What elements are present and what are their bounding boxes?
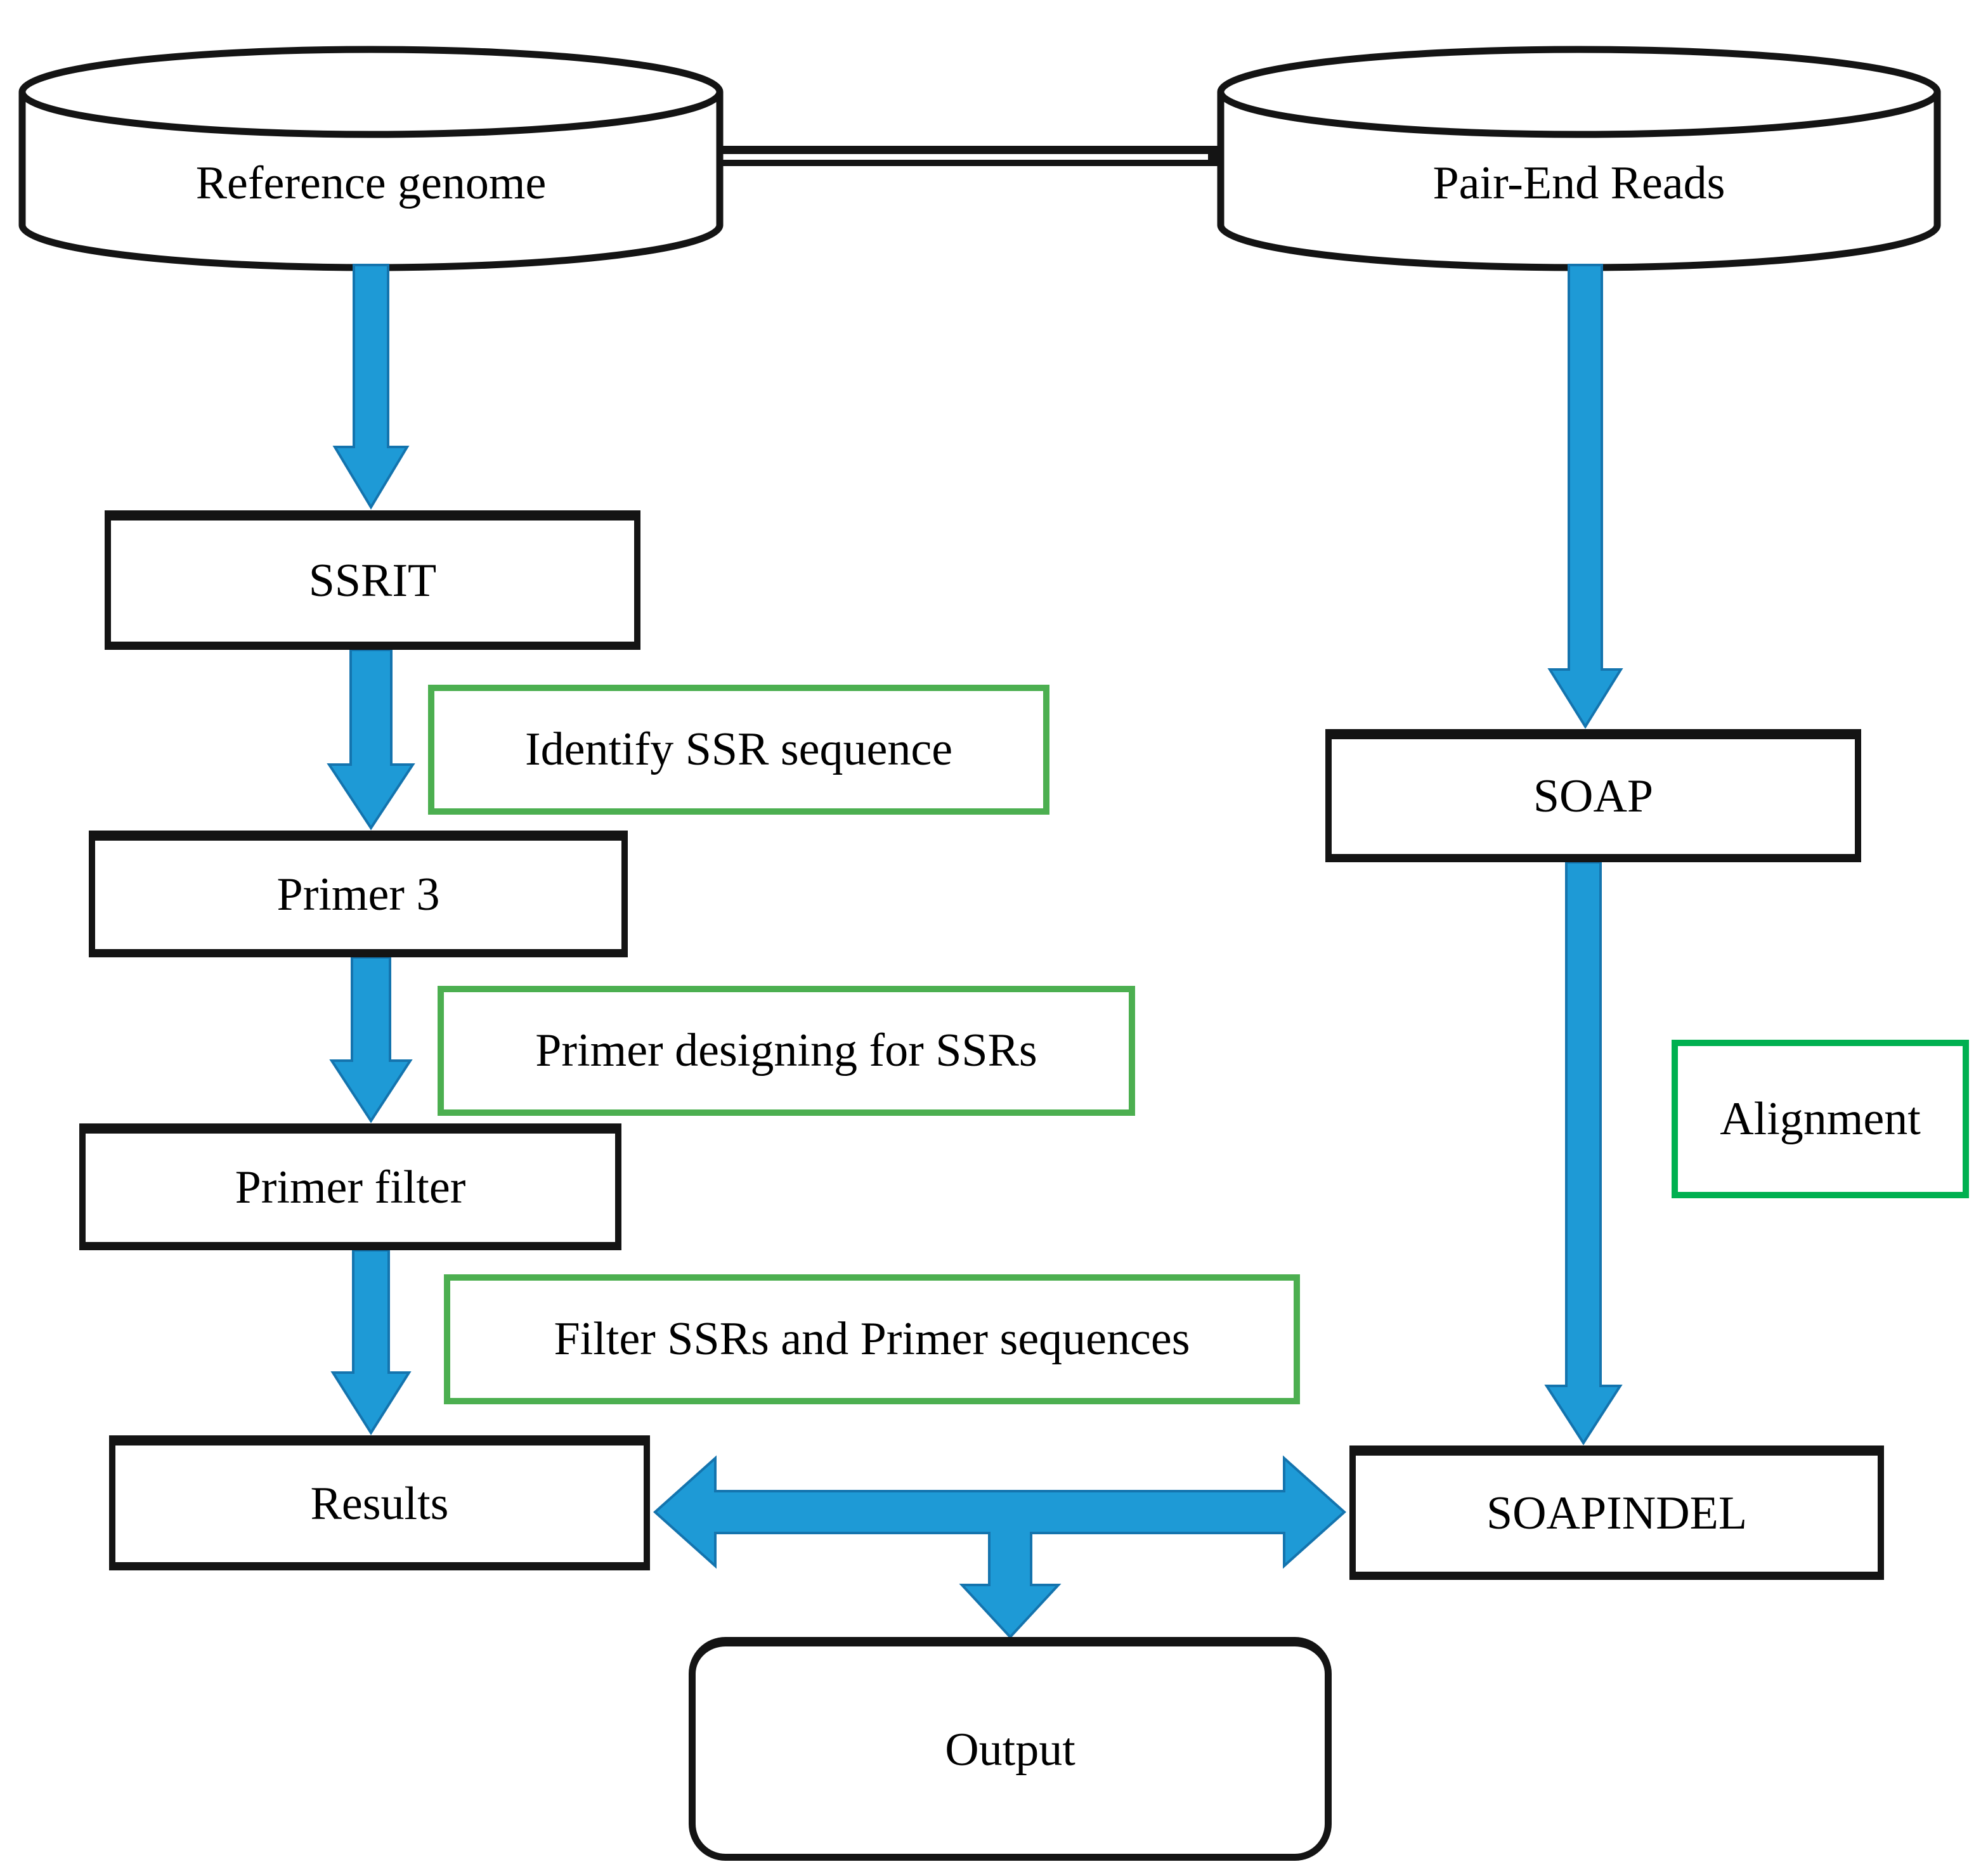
annotation-alignment: Alignment xyxy=(1672,1040,1969,1198)
arrow-primer3-to-primer-filter xyxy=(329,956,413,1123)
node-soap: SOAP xyxy=(1325,729,1861,862)
arrow-primer-filter-to-results xyxy=(330,1249,412,1435)
annotation-identify-ssr: Identify SSR sequence xyxy=(428,685,1049,815)
node-soapindel: SOAPINDEL xyxy=(1349,1445,1884,1580)
reference-genome-label: Reference genome xyxy=(195,157,547,210)
identify-ssr-label: Identify SSR sequence xyxy=(524,723,953,775)
filter-ssrs-label: Filter SSRs and Primer sequences xyxy=(554,1313,1190,1365)
annotation-filter-ssrs: Filter SSRs and Primer sequences xyxy=(444,1274,1300,1404)
primer3-label: Primer 3 xyxy=(276,869,440,921)
annotation-primer-designing: Primer designing for SSRs xyxy=(438,986,1135,1116)
primer-filter-label: Primer filter xyxy=(235,1161,466,1213)
ssrit-label: SSRIT xyxy=(308,555,437,607)
soapindel-label: SOAPINDEL xyxy=(1486,1487,1748,1539)
primer-designing-label: Primer designing for SSRs xyxy=(535,1025,1037,1077)
results-label: Results xyxy=(310,1477,449,1530)
node-primer-filter: Primer filter xyxy=(79,1123,621,1250)
node-output: Output xyxy=(689,1637,1332,1861)
arrow-soap-to-soapindel xyxy=(1544,861,1623,1445)
node-results: Results xyxy=(109,1435,650,1570)
reference-to-pairend-connector xyxy=(720,146,1221,166)
node-primer3: Primer 3 xyxy=(89,831,628,957)
output-label: Output xyxy=(945,1724,1075,1776)
connector-inner-gap xyxy=(720,154,1208,160)
pair-end-reads-cylinder-top xyxy=(1217,46,1941,138)
arrow-results-soapindel-output-junction xyxy=(653,1455,1346,1639)
pair-end-reads-label: Pair-End Reads xyxy=(1433,157,1725,210)
arrow-reference-genome-to-ssrit xyxy=(332,264,410,510)
arrow-ssrit-to-primer3 xyxy=(327,649,415,831)
arrow-pair-end-reads-to-soap xyxy=(1547,264,1623,729)
soap-label: SOAP xyxy=(1533,770,1654,822)
reference-genome-cylinder-top xyxy=(18,46,724,138)
alignment-label: Alignment xyxy=(1720,1092,1921,1145)
node-ssrit: SSRIT xyxy=(105,510,640,650)
